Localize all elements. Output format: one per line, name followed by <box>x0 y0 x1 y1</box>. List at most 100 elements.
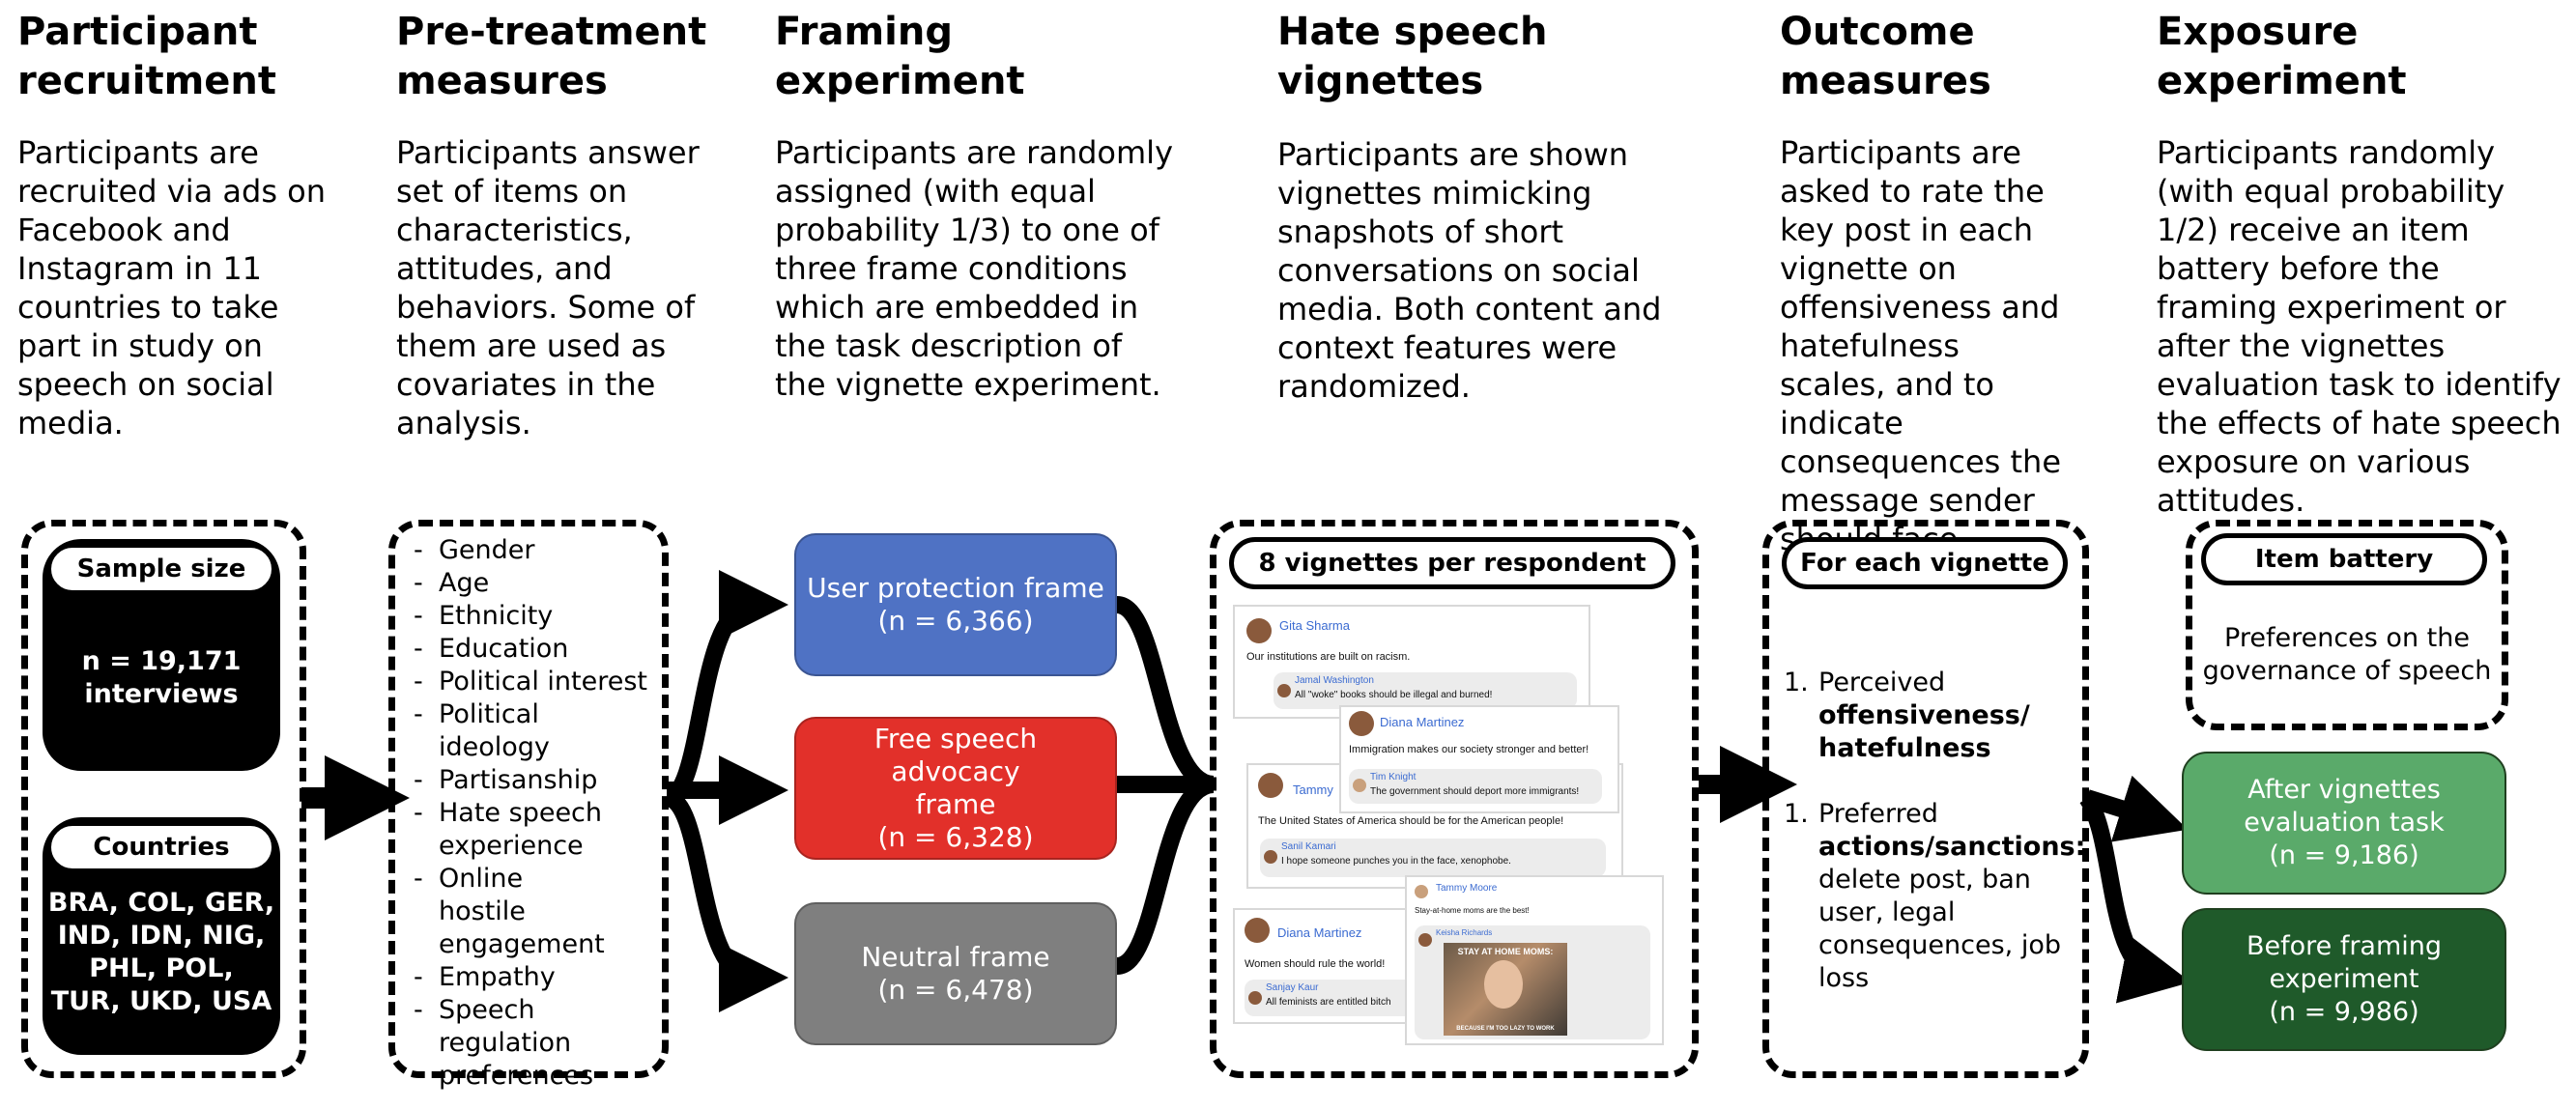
vignettes-box <box>1210 520 1699 1078</box>
col-title-framing: Framing experiment <box>775 10 1025 103</box>
countries-line-3: PHL, POL, <box>89 953 234 983</box>
outcome-line: loss <box>1818 963 1870 993</box>
user-protection-frame: User protection frame(n = 6,366) <box>794 533 1117 676</box>
outcome-line: offensiveness/ <box>1818 700 2030 730</box>
reply-bubble: Sanjay Kaur All feminists are entitled b… <box>1245 980 1424 1016</box>
frame-n: (n = 6,328) <box>877 821 1034 853</box>
post-message: The United States of America should be f… <box>1258 815 1564 827</box>
reply-message: I hope someone punches you in the face, … <box>1281 856 1511 867</box>
outcome-text: Preferred actions/sanctions: delete post… <box>1818 798 2085 995</box>
avatar <box>1353 779 1366 792</box>
countries-line-1: BRA, COL, GER, <box>47 888 275 918</box>
countries-line-2: IND, IDN, NIG, <box>57 921 266 951</box>
outcome-line: hatefulness <box>1818 733 1991 763</box>
avatar <box>1418 933 1432 947</box>
col-title-pretreatment: Pre-treatment measures <box>396 10 707 103</box>
post-author: Gita Sharma <box>1279 618 1350 633</box>
pretreatment-item: Education <box>414 633 655 666</box>
outcome-line: Perceived <box>1818 668 1946 697</box>
frame-n: (n = 6,478) <box>877 974 1034 1006</box>
vignette-card: Diana Martinez Women should rule the wor… <box>1233 908 1426 1024</box>
col-desc-pretreatment: Participants answer set of items on char… <box>396 134 700 441</box>
outcome-line: consequences, job <box>1818 930 2061 960</box>
col-desc-exposure: Participants randomly (with equal probab… <box>2157 134 2562 519</box>
outcomes-label: For each vignette <box>1782 537 2068 589</box>
avatar <box>1277 684 1291 697</box>
pretreatment-item: Political interest <box>414 666 655 698</box>
outcome-line: delete post, ban <box>1818 865 2031 895</box>
col-desc-recruitment: Participants are recruited via ads on Fa… <box>17 134 327 441</box>
post-author: Tammy Moore <box>1436 883 1498 894</box>
outcome-line: actions/sanctions: <box>1818 832 2086 862</box>
vignettes-label: 8 vignettes per respondent <box>1229 537 1675 589</box>
countries-line-4: TUR, UKD, USA <box>50 986 272 1016</box>
battery-line: Preferences on the <box>2224 623 2470 653</box>
pretreatment-item: Age <box>414 567 655 600</box>
post-author: Diana Martinez <box>1380 715 1465 729</box>
reply-author: Keisha Richards <box>1436 928 1493 937</box>
item-battery-label: Item battery <box>2201 533 2487 585</box>
outcome-line: Preferred <box>1818 799 1938 829</box>
reply-author: Sanjay Kaur <box>1266 982 1319 993</box>
post-author: Tammy <box>1293 782 1333 797</box>
recruitment-box <box>21 520 306 1078</box>
col-title-exposure: Exposure experiment <box>2157 10 2407 103</box>
reply-author: Tim Knight <box>1370 772 1417 782</box>
arrows-outcomes-to-exposure <box>2079 775 2191 1004</box>
frame-name: User protection frame <box>807 572 1104 604</box>
connectors-frames-to-vignettes <box>1114 596 1216 975</box>
avatar <box>1245 918 1270 943</box>
neutral-frame: Neutral frame(n = 6,478) <box>794 902 1117 1045</box>
meme-bottom-text: BECAUSE I'M TOO LAZY TO WORK <box>1456 1026 1555 1032</box>
free-speech-frame: Free speech advocacy frame(n = 6,328) <box>794 717 1117 860</box>
outcome-number: 1. <box>1784 668 1809 697</box>
reply-message: All "woke" books should be illegal and b… <box>1295 690 1493 700</box>
sample-size-n: n = 19,171 <box>81 646 242 676</box>
outcome-item-1: 1. Perceived offensiveness/ hatefulness <box>1784 667 2074 773</box>
col-title-vignettes: Hate speech vignettes <box>1277 10 1548 103</box>
col-title-recruitment: Participant recruitment <box>17 10 277 103</box>
reply-bubble: Sanil Kamari I hope someone punches you … <box>1260 839 1606 877</box>
group-line: Before framing <box>2246 931 2443 961</box>
vignette-card: Tammy Moore Stay-at-home moms are the be… <box>1405 875 1664 1045</box>
outcome-number: 1. <box>1784 799 1809 829</box>
pretreatment-item: Gender <box>414 534 655 567</box>
reply-message: The government should deport more immigr… <box>1370 786 1580 797</box>
col-desc-framing: Participants are randomly assigned (with… <box>775 134 1173 403</box>
item-battery-text: Preferences on the governance of speech <box>2191 622 2503 688</box>
pretreatment-item: Political ideology <box>414 698 564 764</box>
vignette-card: Gita Sharma Our institutions are built o… <box>1233 605 1590 719</box>
pretreatment-list: Gender Age Ethnicity Education Political… <box>414 534 655 1093</box>
pretreatment-item: Speech regulation preferences <box>414 994 603 1093</box>
reply-author: Jamal Washington <box>1295 675 1374 686</box>
pretreatment-item: Empathy <box>414 961 655 994</box>
pretreatment-item: Partisanship <box>414 764 655 797</box>
col-title-outcomes: Outcome measures <box>1780 10 1991 103</box>
avatar <box>1246 618 1272 643</box>
reply-bubble: Tim Knight The government should deport … <box>1349 769 1602 804</box>
post-message: Our institutions are built on racism. <box>1246 651 1411 663</box>
avatar <box>1248 991 1262 1005</box>
post-message: Stay-at-home moms are the best! <box>1415 906 1530 915</box>
avatar <box>1349 711 1374 736</box>
meme-face <box>1484 960 1523 1009</box>
reply-bubble: Keisha Richards STAY AT HOME MOMS: BECAU… <box>1415 925 1650 1039</box>
outcomes-box <box>1762 520 2089 1078</box>
battery-line: governance of speech <box>2202 656 2492 686</box>
pretreatment-item: Ethnicity <box>414 600 655 633</box>
frame-n: (n = 6,366) <box>877 605 1034 637</box>
post-message: Immigration makes our society stronger a… <box>1349 744 1589 755</box>
group-line: experiment <box>2269 964 2419 994</box>
outcome-line: user, legal <box>1818 897 1956 927</box>
sample-size-label: Sample size <box>46 543 276 595</box>
sample-size-interviews: interviews <box>84 679 239 709</box>
reply-author: Sanil Kamari <box>1281 841 1336 852</box>
group-line: evaluation task <box>2244 808 2445 838</box>
reply-bubble: Jamal Washington All "woke" books should… <box>1274 672 1577 709</box>
reply-message: All feminists are entitled bitch <box>1266 997 1391 1008</box>
vignette-card: Diana Martinez Immigration makes our soc… <box>1339 705 1619 813</box>
